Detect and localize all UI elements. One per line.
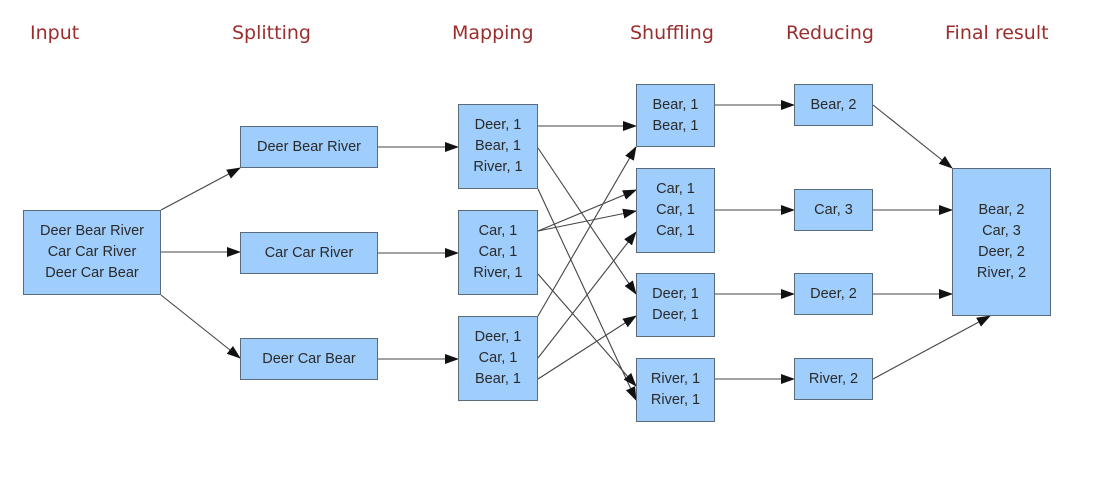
reduce-box-line: Car, 3 <box>814 201 853 218</box>
shuffle-box: River, 1 River, 1 <box>636 358 715 422</box>
shuffle-box-line: Deer, 1 <box>652 286 699 302</box>
shuffle-box-line: Bear, 1 <box>652 117 699 134</box>
edge-map-shuffle <box>537 189 637 232</box>
map-box: Car, 1 Car, 1 River, 1 <box>458 210 538 295</box>
shuffle-box-line: Car, 1 <box>656 181 695 197</box>
reduce-box-line: Deer, 2 <box>810 285 857 302</box>
final-box-line: Car, 3 <box>982 223 1021 239</box>
map-box: Deer, 1 Car, 1 Bear, 1 <box>458 316 538 401</box>
reduce-box: Car, 3 <box>794 189 873 231</box>
input-box-line: Deer Car Bear <box>45 265 139 281</box>
edge-map-shuffle <box>537 208 637 232</box>
shuffle-box: Deer, 1 Deer, 1 <box>636 273 715 337</box>
edge-reduce-final <box>872 315 991 380</box>
map-box-line: Bear, 1 <box>475 138 521 154</box>
input-box-line: Car Car River <box>47 244 137 260</box>
edge-map-shuffle <box>537 273 637 387</box>
stage-label-splitting: Splitting <box>232 22 311 44</box>
split-box: Deer Car Bear <box>240 338 378 380</box>
split-box: Deer Bear River <box>240 126 378 168</box>
stage-label-reducing: Reducing <box>786 22 874 44</box>
map-box-line: Car, 1 <box>478 244 518 260</box>
final-box: Bear, 2 Car, 3 Deer, 2 River, 2 <box>952 168 1051 316</box>
map-box-line: River, 1 <box>473 265 523 281</box>
edge-map-shuffle <box>537 315 637 380</box>
stage-label-shuffling: Shuffling <box>630 22 714 44</box>
shuffle-box-line: River, 1 <box>650 371 701 387</box>
final-box-line: Deer, 2 <box>978 244 1025 260</box>
reduce-box: River, 2 <box>794 358 873 400</box>
stage-label-final-result: Final result <box>945 22 1049 44</box>
edge-map-shuffle <box>537 146 637 317</box>
shuffle-box-line: Deer, 1 <box>652 307 699 323</box>
reduce-box-line: Bear, 2 <box>810 96 857 113</box>
split-box-line: Deer Bear River <box>257 138 361 155</box>
split-box-line: Car Car River <box>264 244 354 261</box>
final-box-line: Bear, 2 <box>978 202 1025 218</box>
reduce-box: Bear, 2 <box>794 84 873 126</box>
edge-input-split <box>160 294 241 359</box>
edge-map-shuffle <box>537 231 637 359</box>
stage-label-mapping: Mapping <box>452 22 534 44</box>
reduce-box: Deer, 2 <box>794 273 873 315</box>
input-box-line: Deer Bear River <box>40 223 144 239</box>
edge-reduce-final <box>872 104 953 169</box>
stage-label-input: Input <box>30 22 80 44</box>
map-box-line: Bear, 1 <box>475 371 521 387</box>
shuffle-box: Car, 1 Car, 1 Car, 1 <box>636 168 715 253</box>
shuffle-box-line: Car, 1 <box>656 202 695 218</box>
shuffle-box-line: Car, 1 <box>656 223 695 239</box>
map-box-line: Car, 1 <box>478 223 518 239</box>
split-box: Car Car River <box>240 232 378 274</box>
map-box-line: Deer, 1 <box>474 329 522 345</box>
map-box: Deer, 1 Bear, 1 River, 1 <box>458 104 538 189</box>
split-box-line: Deer Car Bear <box>262 350 356 367</box>
map-box-line: River, 1 <box>473 159 523 175</box>
edge-input-split <box>160 167 241 211</box>
shuffle-box: Bear, 1 Bear, 1 <box>636 84 715 147</box>
final-box-line: River, 2 <box>976 265 1027 281</box>
shuffle-box-line: River, 1 <box>650 392 701 408</box>
map-box-line: Car, 1 <box>478 350 518 366</box>
shuffle-box-line: Bear, 1 <box>652 96 699 113</box>
reduce-box-line: River, 2 <box>808 370 859 387</box>
map-box-line: Deer, 1 <box>474 117 522 133</box>
